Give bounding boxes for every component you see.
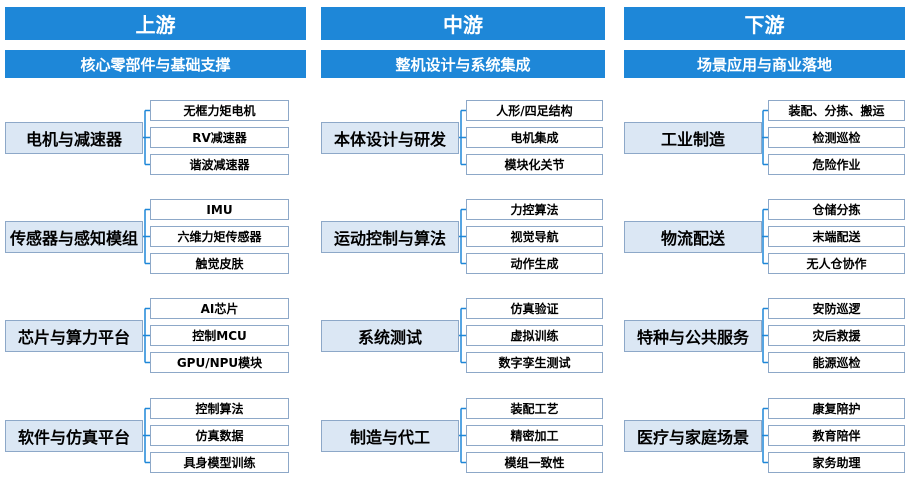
- category-box: 物流配送: [624, 220, 762, 253]
- item-box: 家务助理: [768, 452, 905, 473]
- category-box: 芯片与算力平台: [5, 319, 143, 352]
- column-subheader: 核心零部件与基础支撑: [5, 50, 306, 78]
- column-header: 中游: [321, 7, 605, 40]
- item-box: 危险作业: [768, 154, 905, 175]
- connector-line: [459, 307, 466, 364]
- item-box: 六维力矩传感器: [150, 226, 289, 247]
- item-box: 精密加工: [466, 425, 603, 446]
- connector-line: [762, 307, 768, 364]
- category-box: 制造与代工: [321, 419, 459, 452]
- category-box: 系统测试: [321, 319, 459, 352]
- item-box: 仓储分拣: [768, 199, 905, 220]
- item-box: RV减速器: [150, 127, 289, 148]
- connector-line: [459, 407, 466, 464]
- column-header: 上游: [5, 7, 306, 40]
- item-box: 无人仓协作: [768, 253, 905, 274]
- connector-line: [143, 109, 150, 166]
- category-box: 运动控制与算法: [321, 220, 459, 253]
- item-box: 控制算法: [150, 398, 289, 419]
- item-box: 模组一致性: [466, 452, 603, 473]
- item-box: 末端配送: [768, 226, 905, 247]
- column-subheader: 整机设计与系统集成: [321, 50, 605, 78]
- category-box: 电机与减速器: [5, 121, 143, 154]
- item-box: 具身模型训练: [150, 452, 289, 473]
- category-box: 工业制造: [624, 121, 762, 154]
- item-box: GPU/NPU模块: [150, 352, 289, 373]
- item-box: 安防巡逻: [768, 298, 905, 319]
- item-box: 触觉皮肤: [150, 253, 289, 274]
- item-box: AI芯片: [150, 298, 289, 319]
- item-box: 无框力矩电机: [150, 100, 289, 121]
- item-box: 控制MCU: [150, 325, 289, 346]
- item-box: 虚拟训练: [466, 325, 603, 346]
- category-box: 传感器与感知模组: [5, 220, 143, 253]
- item-box: 动作生成: [466, 253, 603, 274]
- connector-line: [143, 407, 150, 464]
- item-box: 模块化关节: [466, 154, 603, 175]
- connector-line: [762, 407, 768, 464]
- item-box: IMU: [150, 199, 289, 220]
- category-box: 软件与仿真平台: [5, 419, 143, 452]
- item-box: 谐波减速器: [150, 154, 289, 175]
- item-box: 视觉导航: [466, 226, 603, 247]
- item-box: 检测巡检: [768, 127, 905, 148]
- category-box: 本体设计与研发: [321, 121, 459, 154]
- item-box: 仿真验证: [466, 298, 603, 319]
- column-subheader: 场景应用与商业落地: [624, 50, 905, 78]
- category-box: 医疗与家庭场景: [624, 419, 762, 452]
- item-box: 力控算法: [466, 199, 603, 220]
- category-box: 特种与公共服务: [624, 319, 762, 352]
- item-box: 仿真数据: [150, 425, 289, 446]
- item-box: 电机集成: [466, 127, 603, 148]
- item-box: 人形/四足结构: [466, 100, 603, 121]
- connector-line: [143, 208, 150, 265]
- item-box: 教育陪伴: [768, 425, 905, 446]
- item-box: 装配、分拣、搬运: [768, 100, 905, 121]
- connector-line: [762, 208, 768, 265]
- connector-line: [143, 307, 150, 364]
- item-box: 数字孪生测试: [466, 352, 603, 373]
- item-box: 装配工艺: [466, 398, 603, 419]
- column-header: 下游: [624, 7, 905, 40]
- connector-line: [459, 109, 466, 166]
- connector-line: [762, 109, 768, 166]
- item-box: 能源巡检: [768, 352, 905, 373]
- item-box: 康复陪护: [768, 398, 905, 419]
- item-box: 灾后救援: [768, 325, 905, 346]
- connector-line: [459, 208, 466, 265]
